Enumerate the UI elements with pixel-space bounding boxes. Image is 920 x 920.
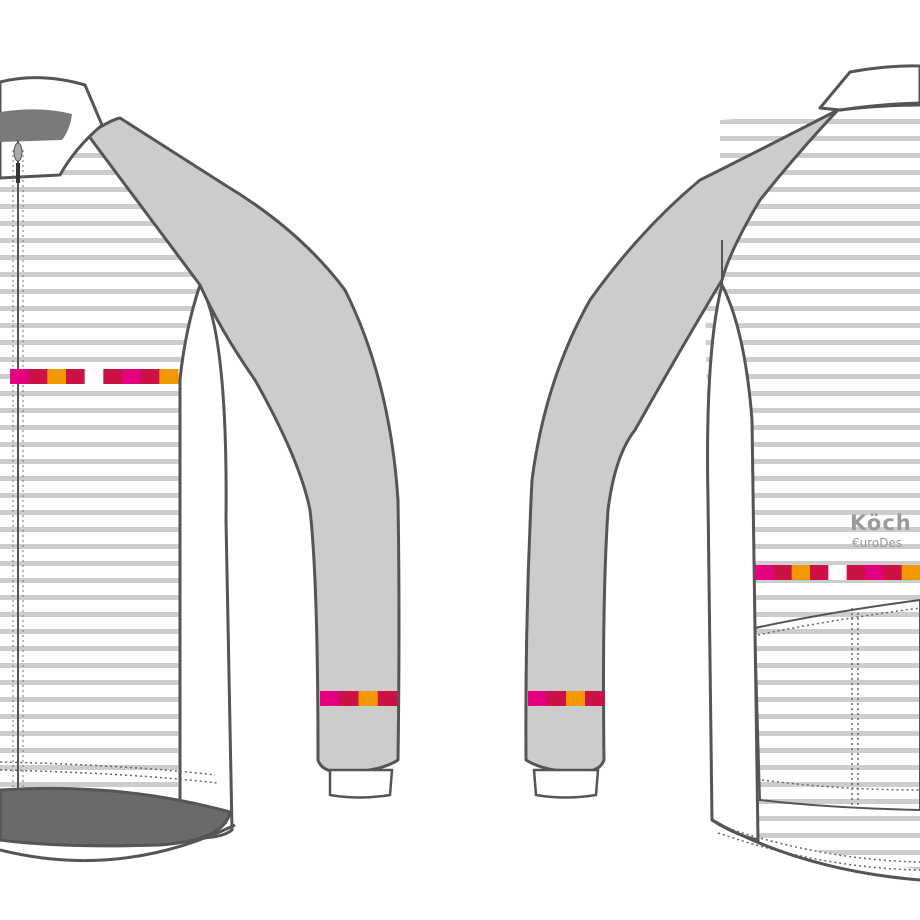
band-segment [84, 369, 104, 384]
band-segment [103, 369, 123, 384]
front-cuff [328, 768, 394, 799]
front-body-stripes [0, 152, 200, 792]
back-cuff [532, 768, 600, 799]
front-hem-inner [0, 786, 232, 848]
band-segment [339, 691, 359, 706]
back-pocket-panel [753, 598, 920, 812]
band-segment [791, 565, 811, 580]
band-segment [810, 565, 829, 580]
band-segment [585, 691, 605, 706]
color-bands [10, 369, 920, 706]
band-segment [159, 369, 179, 384]
band-segment [28, 369, 48, 384]
logo-wordmark: Köch [850, 511, 912, 535]
band-segment [755, 565, 774, 580]
band-segment [528, 691, 548, 706]
band-segment [828, 565, 848, 580]
logo-subtitle: €uroDes [852, 536, 902, 550]
band-segment [10, 369, 30, 384]
front-collar-inner [0, 109, 72, 142]
back-cuff-band [528, 691, 605, 706]
band-segment [901, 565, 920, 580]
back-jersey: Köch €uroDes [524, 64, 920, 882]
front-chest-band [10, 369, 179, 384]
front-sleeve [86, 116, 401, 774]
band-segment [47, 369, 67, 384]
zipper-pull [13, 142, 23, 162]
front-side-panel [176, 281, 234, 840]
band-segment [547, 691, 567, 706]
band-segment [846, 565, 866, 580]
band-segment [358, 691, 379, 706]
band-segment [377, 691, 398, 706]
band-segment [883, 565, 903, 580]
front-jersey [0, 76, 401, 863]
band-segment [140, 369, 160, 384]
back-waist-band [755, 565, 920, 580]
band-segment [122, 369, 142, 384]
band-segment [773, 565, 793, 580]
band-segment [66, 369, 86, 384]
band-segment [320, 691, 340, 706]
front-cuff-band [320, 691, 398, 706]
band-segment [865, 565, 884, 580]
band-segment [566, 691, 586, 706]
